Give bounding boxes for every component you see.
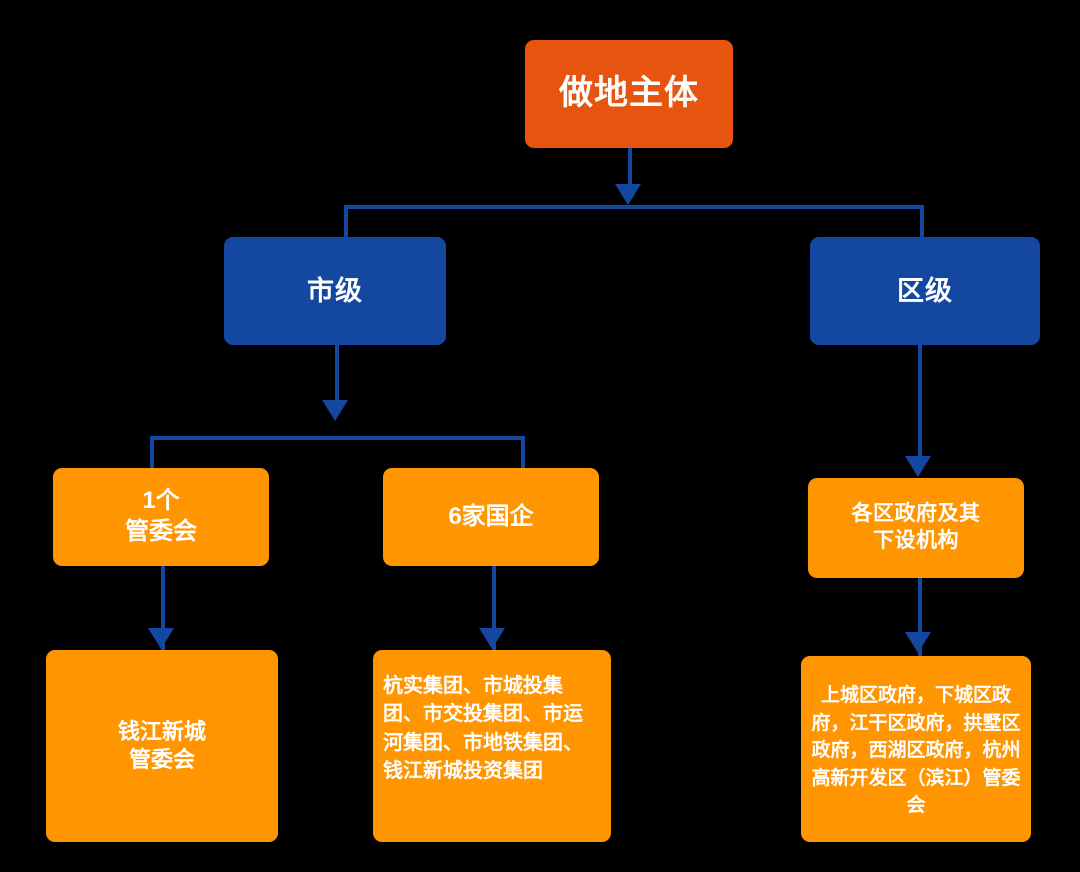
connector-city-stem bbox=[335, 345, 339, 407]
node-city-level[interactable]: 市级 bbox=[224, 237, 446, 345]
connector-district-arrowhead bbox=[905, 456, 931, 477]
node-district-level[interactable]: 区级 bbox=[810, 237, 1040, 345]
connector-city-bus bbox=[150, 436, 525, 440]
node-soe-list[interactable]: 杭实集团、市城投集团、市交投集团、市运河集团、市地铁集团、钱江新城投资集团 bbox=[373, 650, 611, 842]
connector-districtgov-stem bbox=[918, 578, 922, 656]
connector-district-stem bbox=[918, 345, 922, 467]
node-district-governments-and-agencies[interactable]: 各区政府及其 下设机构 bbox=[808, 478, 1024, 578]
connector-root-stem bbox=[628, 148, 632, 192]
node-six-state-owned-enterprises[interactable]: 6家国企 bbox=[383, 468, 599, 566]
node-root-subject[interactable]: 做地主体 bbox=[525, 40, 733, 148]
connector-soes-arrowhead bbox=[479, 628, 505, 649]
connector-root-to-city bbox=[344, 205, 348, 239]
connector-city-to-committee bbox=[150, 436, 154, 471]
connector-districtgov-arrowhead bbox=[905, 632, 931, 653]
connector-root-to-district bbox=[920, 205, 924, 239]
node-one-management-committee[interactable]: 1个 管委会 bbox=[53, 468, 269, 566]
connector-committee-stem bbox=[161, 566, 165, 650]
connector-city-to-soes bbox=[521, 436, 525, 471]
connector-root-arrowhead bbox=[615, 184, 641, 205]
connector-committee-arrowhead bbox=[148, 628, 174, 649]
connector-root-bus bbox=[344, 205, 924, 209]
connector-city-arrowhead bbox=[322, 400, 348, 421]
connector-soes-stem bbox=[492, 566, 496, 650]
node-district-government-list[interactable]: 上城区政府，下城区政府，江干区政府，拱墅区政府，西湖区政府，杭州高新开发区（滨江… bbox=[801, 656, 1031, 842]
node-qianjiang-newtown-committee[interactable]: 钱江新城 管委会 bbox=[46, 650, 278, 842]
